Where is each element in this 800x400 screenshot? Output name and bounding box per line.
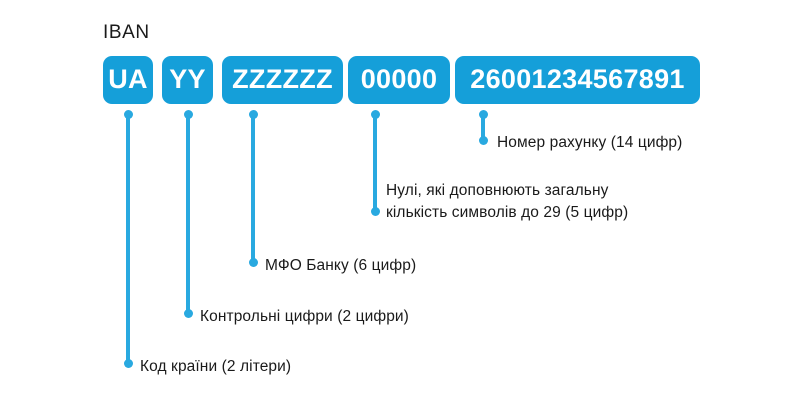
connector-dot-top [248, 110, 258, 119]
segment-box-check-digits: YY [162, 56, 213, 104]
caption-check-digits: Контрольні цифри (2 цифри) [200, 308, 409, 325]
connector-dot-bottom [248, 258, 258, 267]
connector-padding-zeros [370, 110, 380, 216]
caption-account-number: Номер рахунку (14 цифр) [497, 134, 683, 151]
connector-dot-bottom [478, 136, 488, 145]
connector-dot-top [478, 110, 488, 119]
connector-dot-bottom [183, 309, 193, 318]
segment-box-padding-zeros: 00000 [348, 56, 450, 104]
segment-box-account-number: 26001234567891 [455, 56, 700, 104]
connector-check-digits [183, 110, 193, 318]
caption-country-code: Код країни (2 літери) [140, 358, 292, 375]
connector-account-number [478, 110, 488, 145]
segment-box-country-code: UA [103, 56, 153, 104]
segment-box-bank-mfo: ZZZZZZ [222, 56, 343, 104]
connector-country-code [123, 110, 133, 368]
caption-padding-zeros: Нулі, які доповнюють загальну кількість … [386, 182, 629, 221]
caption-bank-mfo: МФО Банку (6 цифр) [265, 257, 417, 274]
connector-dot-top [370, 110, 380, 119]
connector-dot-bottom [123, 359, 133, 368]
connector-dot-top [123, 110, 133, 119]
page-title: IBAN [103, 22, 150, 43]
connector-bank-mfo [248, 110, 258, 267]
connector-dot-top [183, 110, 193, 119]
connector-dot-bottom [370, 207, 380, 216]
